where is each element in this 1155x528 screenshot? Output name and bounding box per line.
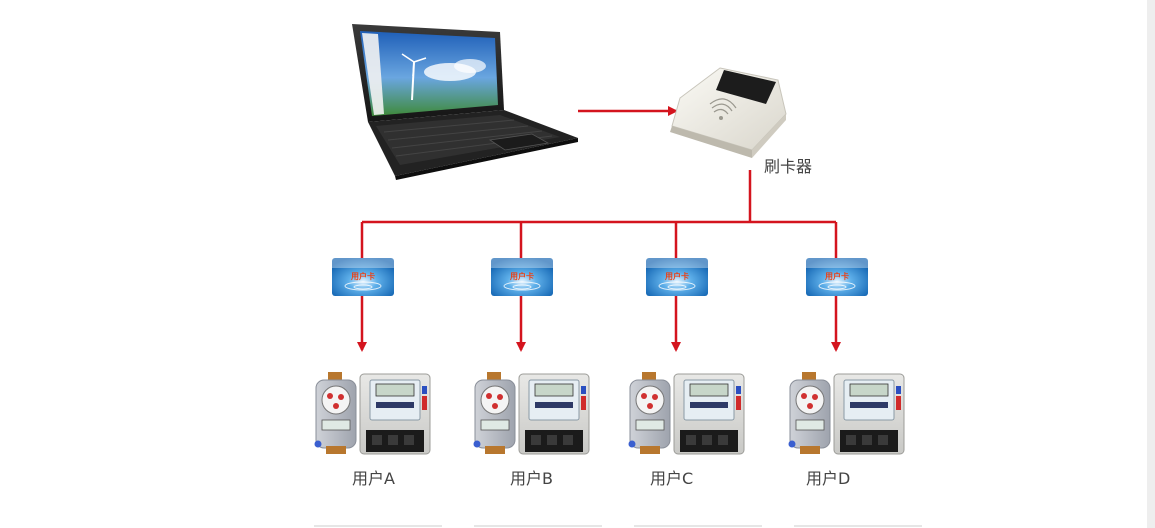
user-label: 用户B: [510, 469, 553, 488]
card-reader-icon: [670, 67, 787, 158]
user-column: 用户卡: [788, 222, 905, 455]
user-card-text: 用户卡: [350, 271, 375, 281]
user-card-text: 用户卡: [509, 271, 534, 281]
user-label: 用户A: [352, 469, 395, 488]
user-card-icon: 用户卡: [806, 258, 868, 296]
user-column: 用户卡: [628, 222, 745, 455]
user-column: 用户卡: [314, 222, 431, 455]
user-label: 用户C: [650, 469, 694, 488]
user-card-icon: 用户卡: [646, 258, 708, 296]
page-scrollbar[interactable]: [1147, 0, 1155, 528]
water-meter-icon: [628, 372, 671, 454]
water-meter-icon: [788, 372, 831, 454]
user-label: 用户D: [806, 469, 851, 488]
electric-meter-icon: [673, 373, 745, 455]
electric-meter-icon: [359, 373, 431, 455]
distribution-bus: [362, 170, 836, 224]
user-card-text: 用户卡: [664, 271, 689, 281]
bottom-tabs: [314, 525, 922, 527]
electric-meter-icon: [833, 373, 905, 455]
water-meter-icon: [473, 372, 516, 454]
user-card-icon: 用户卡: [491, 258, 553, 296]
reader-label: 刷卡器: [764, 157, 812, 176]
laptop-icon: [352, 24, 578, 180]
electric-meter-icon: [518, 373, 590, 455]
water-meter-icon: [314, 372, 357, 454]
user-column: 用户卡: [473, 222, 590, 455]
user-card-text: 用户卡: [824, 271, 849, 281]
user-card-icon: 用户卡: [332, 258, 394, 296]
